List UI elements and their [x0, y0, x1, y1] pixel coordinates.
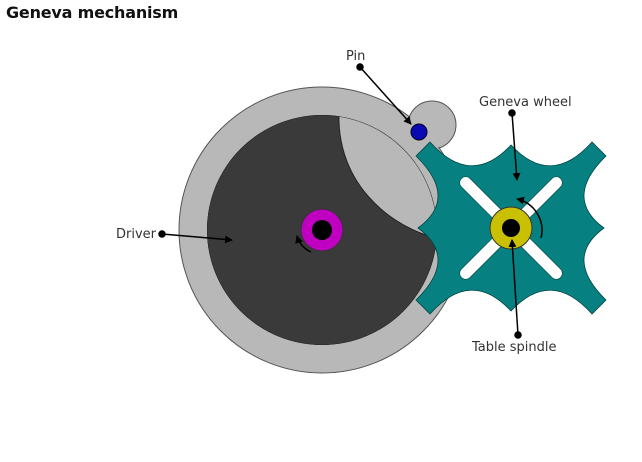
geneva-wheel — [415, 141, 607, 315]
pin — [410, 123, 428, 141]
driver-rotation-arrow-icon — [295, 235, 312, 253]
spindle-axle — [502, 219, 520, 237]
label-table-spindle: Table spindle — [471, 340, 557, 355]
wheel-rotation-arrow-icon — [516, 196, 543, 239]
label-pin: Pin — [346, 49, 365, 64]
label-geneva-wheel: Geneva wheel — [479, 95, 572, 110]
driver-axle — [312, 220, 332, 240]
driver-leader-line — [161, 233, 233, 244]
spindle-leader-line — [508, 239, 519, 336]
wheel-leader-line — [511, 112, 521, 181]
label-driver: Driver — [116, 227, 157, 242]
pin-leader-line — [359, 66, 412, 125]
page-title: Geneva mechanism — [6, 3, 179, 22]
